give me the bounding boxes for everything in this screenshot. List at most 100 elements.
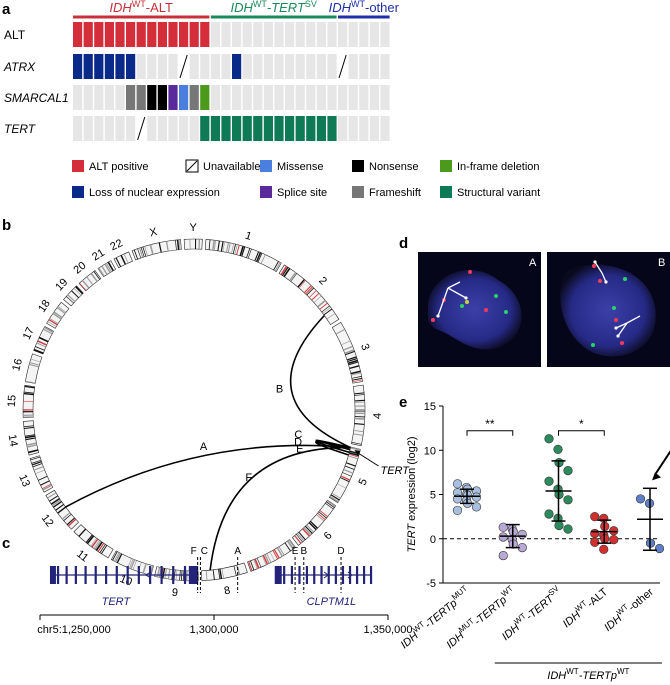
cytoband — [138, 247, 144, 258]
oncoprint-cell — [126, 116, 136, 141]
breakpoint-label: F — [191, 546, 197, 557]
cytoband — [348, 452, 360, 457]
link-label: B — [276, 384, 283, 396]
cytoband — [345, 350, 355, 356]
oncoprint-cell — [369, 54, 379, 79]
y-tick-label: -5 — [426, 578, 436, 590]
fish-signal — [623, 277, 627, 281]
oncoprint-cell — [285, 85, 295, 110]
cytoband — [342, 472, 352, 477]
legend-swatch — [260, 186, 272, 198]
oncoprint-cell — [327, 22, 337, 47]
fish-arrow — [615, 322, 628, 329]
data-point — [452, 505, 463, 516]
cytoband — [24, 385, 35, 389]
y-axis-label: TERT expression (log2) — [406, 437, 418, 553]
cytoband — [288, 539, 296, 549]
cytoband — [316, 514, 325, 522]
gene-exon — [105, 566, 108, 584]
cytoband — [149, 244, 154, 255]
cytoband — [247, 248, 252, 259]
cytoband — [194, 239, 197, 250]
legend-label: Loss of nuclear expression — [89, 187, 220, 199]
cytoband — [294, 535, 302, 544]
cytoband — [26, 442, 37, 446]
data-point — [599, 544, 609, 554]
cytoband — [250, 560, 255, 571]
unavailable-slash — [338, 54, 347, 79]
chromosome-arc — [278, 264, 340, 326]
chromosome-label: 10 — [118, 573, 134, 589]
data-point — [452, 479, 463, 489]
cytoband — [100, 545, 108, 554]
cytoband — [212, 569, 215, 580]
cytoband — [348, 361, 359, 366]
gene-exon — [313, 566, 316, 584]
fish-signal — [431, 318, 435, 322]
cytoband — [97, 267, 105, 277]
cytoband — [25, 380, 36, 384]
cytoband — [56, 306, 66, 315]
oncoprint-cell — [232, 54, 242, 79]
oncoprint-cell — [380, 116, 390, 141]
oncoprint-cell — [232, 116, 242, 141]
breakpoint-label: E — [292, 546, 299, 557]
oncoprint-cell — [348, 22, 358, 47]
oncoprint-cell — [306, 85, 316, 110]
highlight-arrow — [655, 450, 670, 474]
cytoband — [137, 248, 142, 259]
fish-signal — [614, 318, 618, 322]
fish-signal — [620, 341, 624, 345]
gene-name: TERT — [102, 596, 132, 608]
cytoband — [140, 247, 145, 258]
oncoprint-cell — [210, 54, 220, 79]
cytoband — [55, 504, 64, 511]
legend-label: ALT positive — [89, 161, 149, 173]
cytoband — [349, 365, 360, 370]
group-header: IDHWT-other — [329, 0, 400, 15]
gene-exon — [84, 566, 87, 584]
cytoband — [273, 549, 280, 559]
cytoband — [232, 244, 236, 254]
oncoprint-cell — [338, 116, 348, 141]
nucleus — [560, 264, 656, 357]
legend-label: In-frame deletion — [457, 161, 540, 173]
cytoband — [182, 570, 185, 581]
cytoband — [323, 308, 333, 316]
cytoband — [43, 328, 53, 335]
cytoband — [86, 535, 95, 545]
oncoprint-cell — [338, 22, 348, 47]
cytoband — [347, 357, 358, 363]
cytoband — [311, 292, 320, 301]
group-header: IDHWT-TERTSV — [230, 0, 316, 15]
cytoband — [354, 423, 365, 426]
gene-exon — [172, 566, 175, 584]
gene-exon — [56, 566, 60, 584]
cytoband — [313, 295, 322, 303]
oncoprint-cell — [147, 22, 157, 47]
oncoprint-cell — [168, 116, 178, 141]
chromosome-label: 5 — [357, 477, 370, 487]
oncoprint-cell — [221, 54, 231, 79]
oncoprint-cell — [221, 116, 231, 141]
oncoprint-cell — [359, 54, 369, 79]
cytoband — [254, 558, 260, 569]
cytoband — [167, 569, 171, 580]
cytoband — [354, 410, 365, 412]
oncoprint-cell — [115, 85, 125, 110]
chromosome-arc — [201, 562, 248, 582]
cytoband — [219, 568, 223, 579]
oncoprint-cell — [221, 85, 231, 110]
oncoprint-cell — [189, 22, 199, 47]
fish-arrowhead — [593, 260, 597, 264]
cytoband — [51, 499, 61, 507]
gene-exon — [74, 566, 77, 584]
cytoband — [227, 242, 231, 253]
oncoprint-cell — [104, 85, 114, 110]
chromosome-label: 21 — [90, 247, 107, 264]
cytoband — [28, 449, 39, 454]
cytoband — [354, 416, 365, 418]
oncoprint-cell — [126, 85, 136, 110]
data-point — [554, 520, 564, 531]
